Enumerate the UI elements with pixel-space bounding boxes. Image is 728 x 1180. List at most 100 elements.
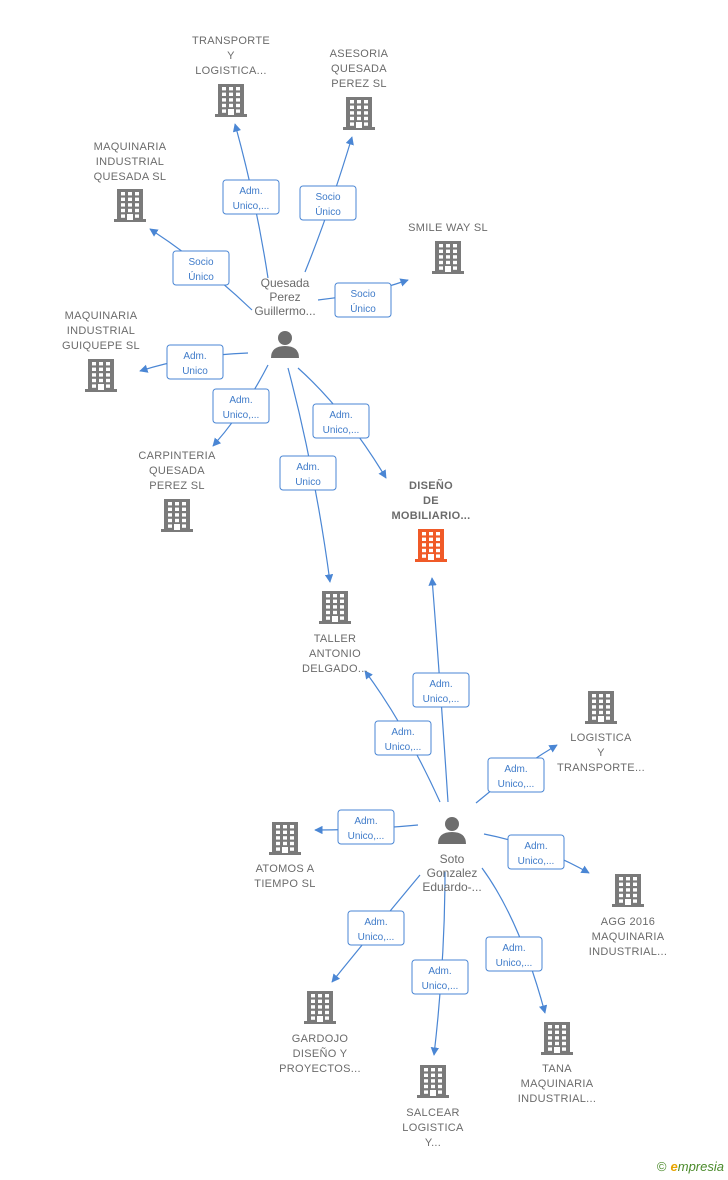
edge-label-box <box>299 185 357 221</box>
edge-label-box <box>312 403 370 439</box>
edge-label-carpinteria-p1[interactable]: Adm.Unico,... <box>212 388 270 424</box>
building-icon <box>85 359 117 392</box>
company-name-line: MAQUINARIA <box>94 141 167 153</box>
edge-label-diseno-p1[interactable]: Adm.Unico,... <box>312 403 370 439</box>
company-name-line: SMILE WAY SL <box>408 222 488 234</box>
edge-label-text: Unico,... <box>422 981 459 992</box>
company-name-line: INDUSTRIAL... <box>589 946 667 958</box>
company-node-diseno[interactable]: DISEÑODEMOBILIARIO... <box>391 479 470 562</box>
company-name-line: LOGISTICA... <box>195 65 266 77</box>
company-name-line: DELGADO... <box>302 663 368 675</box>
company-name-line: TIEMPO SL <box>254 878 315 890</box>
company-node-taller[interactable]: TALLER ANTONIO DELGADO... <box>302 591 368 675</box>
edge-label-salcear-p2[interactable]: Adm.Unico,... <box>411 959 469 995</box>
building-icon <box>215 84 247 117</box>
edge-label-transporte-p1[interactable]: Adm.Unico,... <box>222 179 280 215</box>
building-icon <box>415 529 447 562</box>
company-name-line: CARPINTERIA <box>138 450 216 462</box>
edge-label-tana-p2[interactable]: Adm.Unico,... <box>485 936 543 972</box>
person-name-line: Guillermo... <box>254 304 315 318</box>
building-icon <box>585 691 617 724</box>
edge-label-text: Unico,... <box>423 694 460 705</box>
building-icon <box>612 874 644 907</box>
company-name-line: Y... <box>425 1137 441 1149</box>
company-node-agg[interactable]: AGG 2016MAQUINARIAINDUSTRIAL... <box>589 874 667 958</box>
company-name-line: TANA <box>542 1063 572 1075</box>
edge-label-text: Adm. <box>296 462 319 473</box>
edge-label-taller-p2[interactable]: Adm.Unico,... <box>374 720 432 756</box>
edge-label-maq_guiquepe-p1[interactable]: Adm.Unico <box>166 344 224 380</box>
edge-label-text: Unico,... <box>348 831 385 842</box>
company-node-tana[interactable]: TANAMAQUINARIAINDUSTRIAL... <box>518 1022 596 1105</box>
edge-label-logistica-p2[interactable]: Adm.Unico,... <box>487 757 545 793</box>
person-name-line: Quesada <box>261 276 310 290</box>
footer-brand: ©empresia <box>657 1159 724 1174</box>
brand-initial: e <box>670 1159 678 1174</box>
company-name-line: PEREZ SL <box>331 78 387 90</box>
edge-label-text: Adm. <box>502 943 525 954</box>
edge-label-atomos-p2[interactable]: Adm. Unico,... <box>337 809 395 845</box>
edge-label-text: Socio <box>188 257 213 268</box>
brand-name: mpresia <box>677 1159 724 1174</box>
company-node-transporte[interactable]: TRANSPORTEYLOGISTICA... <box>192 35 270 117</box>
edge-label-box <box>412 672 470 708</box>
edge-label-text: Adm. <box>239 186 262 197</box>
company-name-line: LOGISTICA <box>570 732 632 744</box>
edge-label-text: Unico,... <box>223 410 260 421</box>
edge-label-text: Adm. <box>504 764 527 775</box>
edge-label-box <box>279 455 337 491</box>
person-icon <box>271 331 299 358</box>
edge-label-box <box>337 809 395 845</box>
company-node-salcear[interactable]: SALCEARLOGISTICAY... <box>402 1065 464 1149</box>
company-name-line: DISEÑO Y <box>293 1047 348 1060</box>
person-name-line: Gonzalez <box>427 866 478 880</box>
building-icon <box>343 97 375 130</box>
edge-label-text: Unico,... <box>385 742 422 753</box>
company-name-line: TALLER <box>314 633 357 645</box>
edge-labels-layer: Adm.Unico,...SocioÚnicoSocioÚnicoSocioÚn… <box>166 179 565 995</box>
company-name-line: MAQUINARIA <box>592 931 665 943</box>
edge-label-text: Unico,... <box>323 425 360 436</box>
edge-p2-to-tana <box>481 867 548 1014</box>
building-icon <box>541 1022 573 1055</box>
company-name-line: MAQUINARIA <box>521 1078 594 1090</box>
edge-label-text: Socio <box>350 289 375 300</box>
person-name-line: Perez <box>269 290 300 304</box>
edge-label-text: Unico,... <box>518 856 555 867</box>
edge-label-agg-p2[interactable]: Adm. Unico,... <box>507 834 565 870</box>
company-name-line: ANTONIO <box>309 648 361 660</box>
company-node-smile[interactable]: SMILE WAY SL <box>408 222 488 274</box>
building-icon <box>269 822 301 855</box>
company-name-line: INDUSTRIAL <box>67 325 135 337</box>
company-name-line: MOBILIARIO... <box>391 510 470 522</box>
company-name-line: GARDOJO <box>292 1033 349 1045</box>
building-icon <box>417 1065 449 1098</box>
company-name-line: Y <box>227 50 235 62</box>
edge-label-box <box>487 757 545 793</box>
company-name-line: DISEÑO <box>409 479 453 492</box>
edge-label-taller-p1[interactable]: Adm.Unico <box>279 455 337 491</box>
edge-label-diseno-p2[interactable]: Adm.Unico,... <box>412 672 470 708</box>
edge-label-box <box>166 344 224 380</box>
person-node-p2[interactable]: SotoGonzalezEduardo-... <box>422 817 482 894</box>
edge-label-gardojo-p2[interactable]: Adm.Unico,... <box>347 910 405 946</box>
person-node-p1[interactable]: QuesadaPerezGuillermo... <box>254 276 316 358</box>
edge-label-box <box>222 179 280 215</box>
company-name-line: TRANSPORTE... <box>557 762 645 774</box>
edge-label-text: Adm. <box>354 816 377 827</box>
company-name-line: QUESADA <box>149 465 205 477</box>
company-name-line: ASESORIA <box>330 48 389 60</box>
edge-label-text: Adm. <box>524 841 547 852</box>
edge-label-text: Adm. <box>183 351 206 362</box>
edge-label-box <box>374 720 432 756</box>
company-node-logistica[interactable]: LOGISTICAYTRANSPORTE... <box>557 691 645 774</box>
